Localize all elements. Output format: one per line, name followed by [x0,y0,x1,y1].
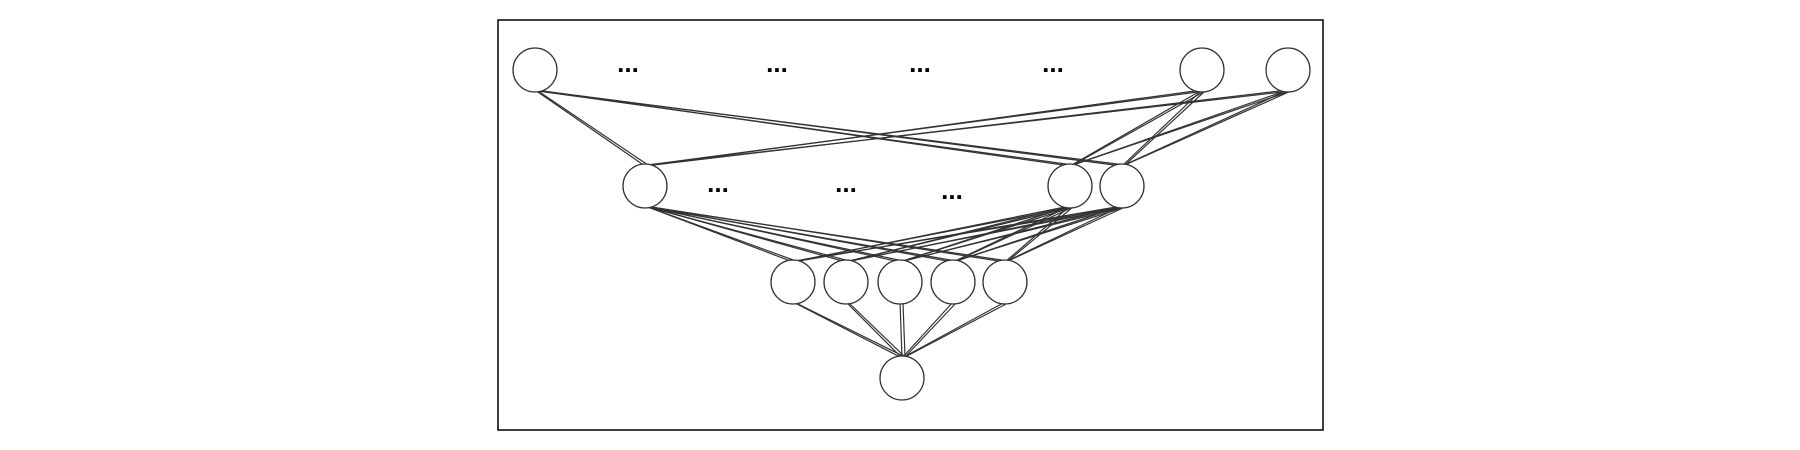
edge-l3n1-l4n1-b [795,302,906,358]
edge-l3n4-l4n1 [901,301,954,359]
neuron-layer1-3 [1265,47,1311,93]
edge-l1n1-l2n1-b [537,90,649,166]
edge-l2n1-l3n2-b [647,206,850,262]
edge-l3n5-l4n1-b [904,302,1009,358]
edge-l3n3-l4n1 [899,301,903,359]
edge-l1n3-l2n3 [1121,89,1289,167]
ellipsis-layer2-1: ... [707,168,729,198]
edge-l3n3-l4n1-b [902,302,906,358]
neuron-layer2-1 [622,163,668,209]
edge-l1n3-l2n1-b [647,90,1292,166]
neuron-layer3-1 [770,259,816,305]
ellipsis-layer1-4: ... [1042,48,1064,78]
ellipsis-layer1-2: ... [766,48,788,78]
edge-l2n1-l3n3-b [647,206,904,262]
edge-l2n3-l3n3-b [902,206,1126,262]
edge-l2n1-l3n1-b [647,206,797,262]
edge-l3n1-l4n1 [792,301,903,359]
neuron-layer4-1 [879,355,925,401]
edge-l3n4-l4n1-b [904,302,957,358]
edge-l1n3-l2n3-b [1124,90,1292,166]
neuron-layer3-5 [982,259,1028,305]
neuron-layer3-3 [877,259,923,305]
edge-l1n1-l2n1 [534,89,646,167]
ellipsis-layer2-2: ... [835,168,857,198]
nodes [512,47,1311,401]
ellipsis-layer1-3: ... [909,48,931,78]
diagram-frame [497,19,1324,431]
ellipses: ..................... [617,48,1064,205]
edge-l1n2-l2n1-b [647,90,1206,166]
edge-l2n1-l3n4-b [647,206,957,262]
neuron-layer1-2 [1179,47,1225,93]
edge-l2n3-l3n4-b [955,206,1126,262]
neuron-layer3-4 [930,259,976,305]
edge-l3n2-l4n1 [845,301,903,359]
edge-l3n5-l4n1 [901,301,1006,359]
neuron-layer2-3 [1099,163,1145,209]
edges [534,89,1292,359]
edge-l1n1-l2n2-b [537,90,1074,166]
neuron-layer2-2 [1047,163,1093,209]
edge-l2n3-l3n5-b [1007,206,1126,262]
neuron-layer3-2 [823,259,869,305]
edge-l2n3-l3n5 [1004,205,1123,263]
edge-l2n3-l3n2-b [848,206,1126,262]
neuron-layer1-1 [512,47,558,93]
edge-l2n2-l3n1-b [795,206,1074,262]
edge-l1n2-l2n3-b [1124,90,1206,166]
edge-l1n3-l2n2-b [1072,90,1292,166]
edge-l2n1-l3n5-b [647,206,1009,262]
edge-l3n2-l4n1-b [848,302,906,358]
edge-l1n1-l2n3-b [537,90,1126,166]
ellipsis-layer2-3: ... [941,175,963,205]
ellipsis-layer1-1: ... [617,48,639,78]
